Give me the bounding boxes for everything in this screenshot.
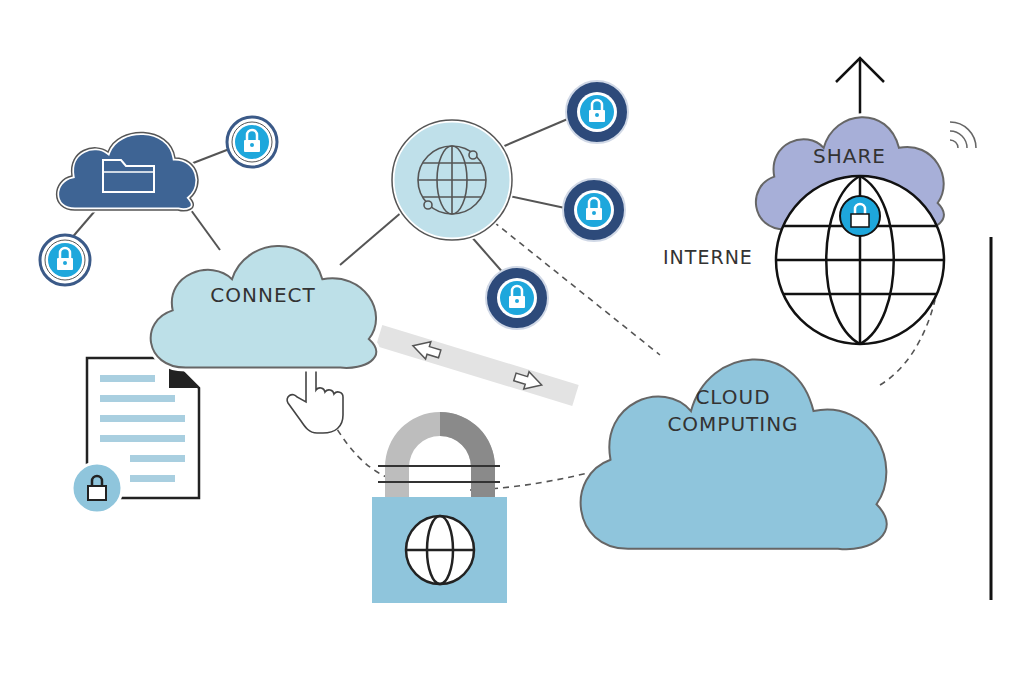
connect-cloud: CONNECT (134, 222, 392, 378)
folder-cloud (57, 132, 198, 210)
lock-icon (40, 235, 90, 285)
lock-icon (227, 117, 277, 167)
cloud-label: CONNECT (173, 282, 353, 378)
cloud-computing-cloud: CLOUD COMPUTING (558, 322, 908, 565)
lock-icon (563, 179, 625, 241)
sync-connector (379, 335, 575, 395)
internet-label: INTERNE (663, 246, 753, 268)
divider-line (990, 237, 993, 600)
padlock (372, 412, 507, 603)
lock-icon (486, 267, 548, 329)
wifi-icon (950, 122, 976, 148)
lock-icon (566, 81, 628, 143)
cloud-label: SHARE (775, 143, 925, 239)
cloud-label: CLOUD COMPUTING (651, 384, 816, 565)
network-lines (70, 118, 570, 275)
cloud-outline (558, 322, 908, 565)
document-icon (72, 358, 199, 513)
share-cloud: SHARE (742, 95, 957, 239)
folder-icon (103, 160, 154, 192)
network-globe (392, 120, 512, 240)
